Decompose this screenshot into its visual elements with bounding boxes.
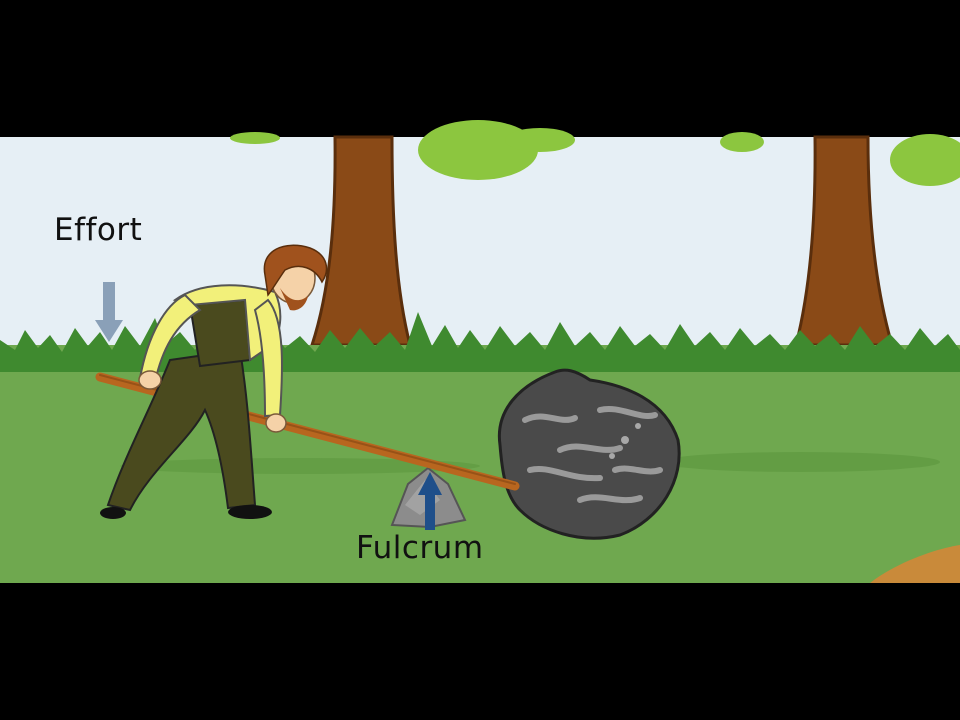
bottom-letterbox [0, 583, 960, 720]
up-arrow-icon [418, 472, 442, 530]
man-figure [100, 244, 328, 519]
boulder [497, 368, 681, 540]
hair [263, 244, 328, 297]
effort-label: Effort [54, 212, 143, 248]
foliage [230, 120, 960, 186]
top-letterbox [0, 0, 960, 137]
down-arrow-icon [95, 282, 123, 342]
fulcrum-label: Fulcrum [356, 530, 484, 566]
dirt-path [870, 545, 960, 583]
